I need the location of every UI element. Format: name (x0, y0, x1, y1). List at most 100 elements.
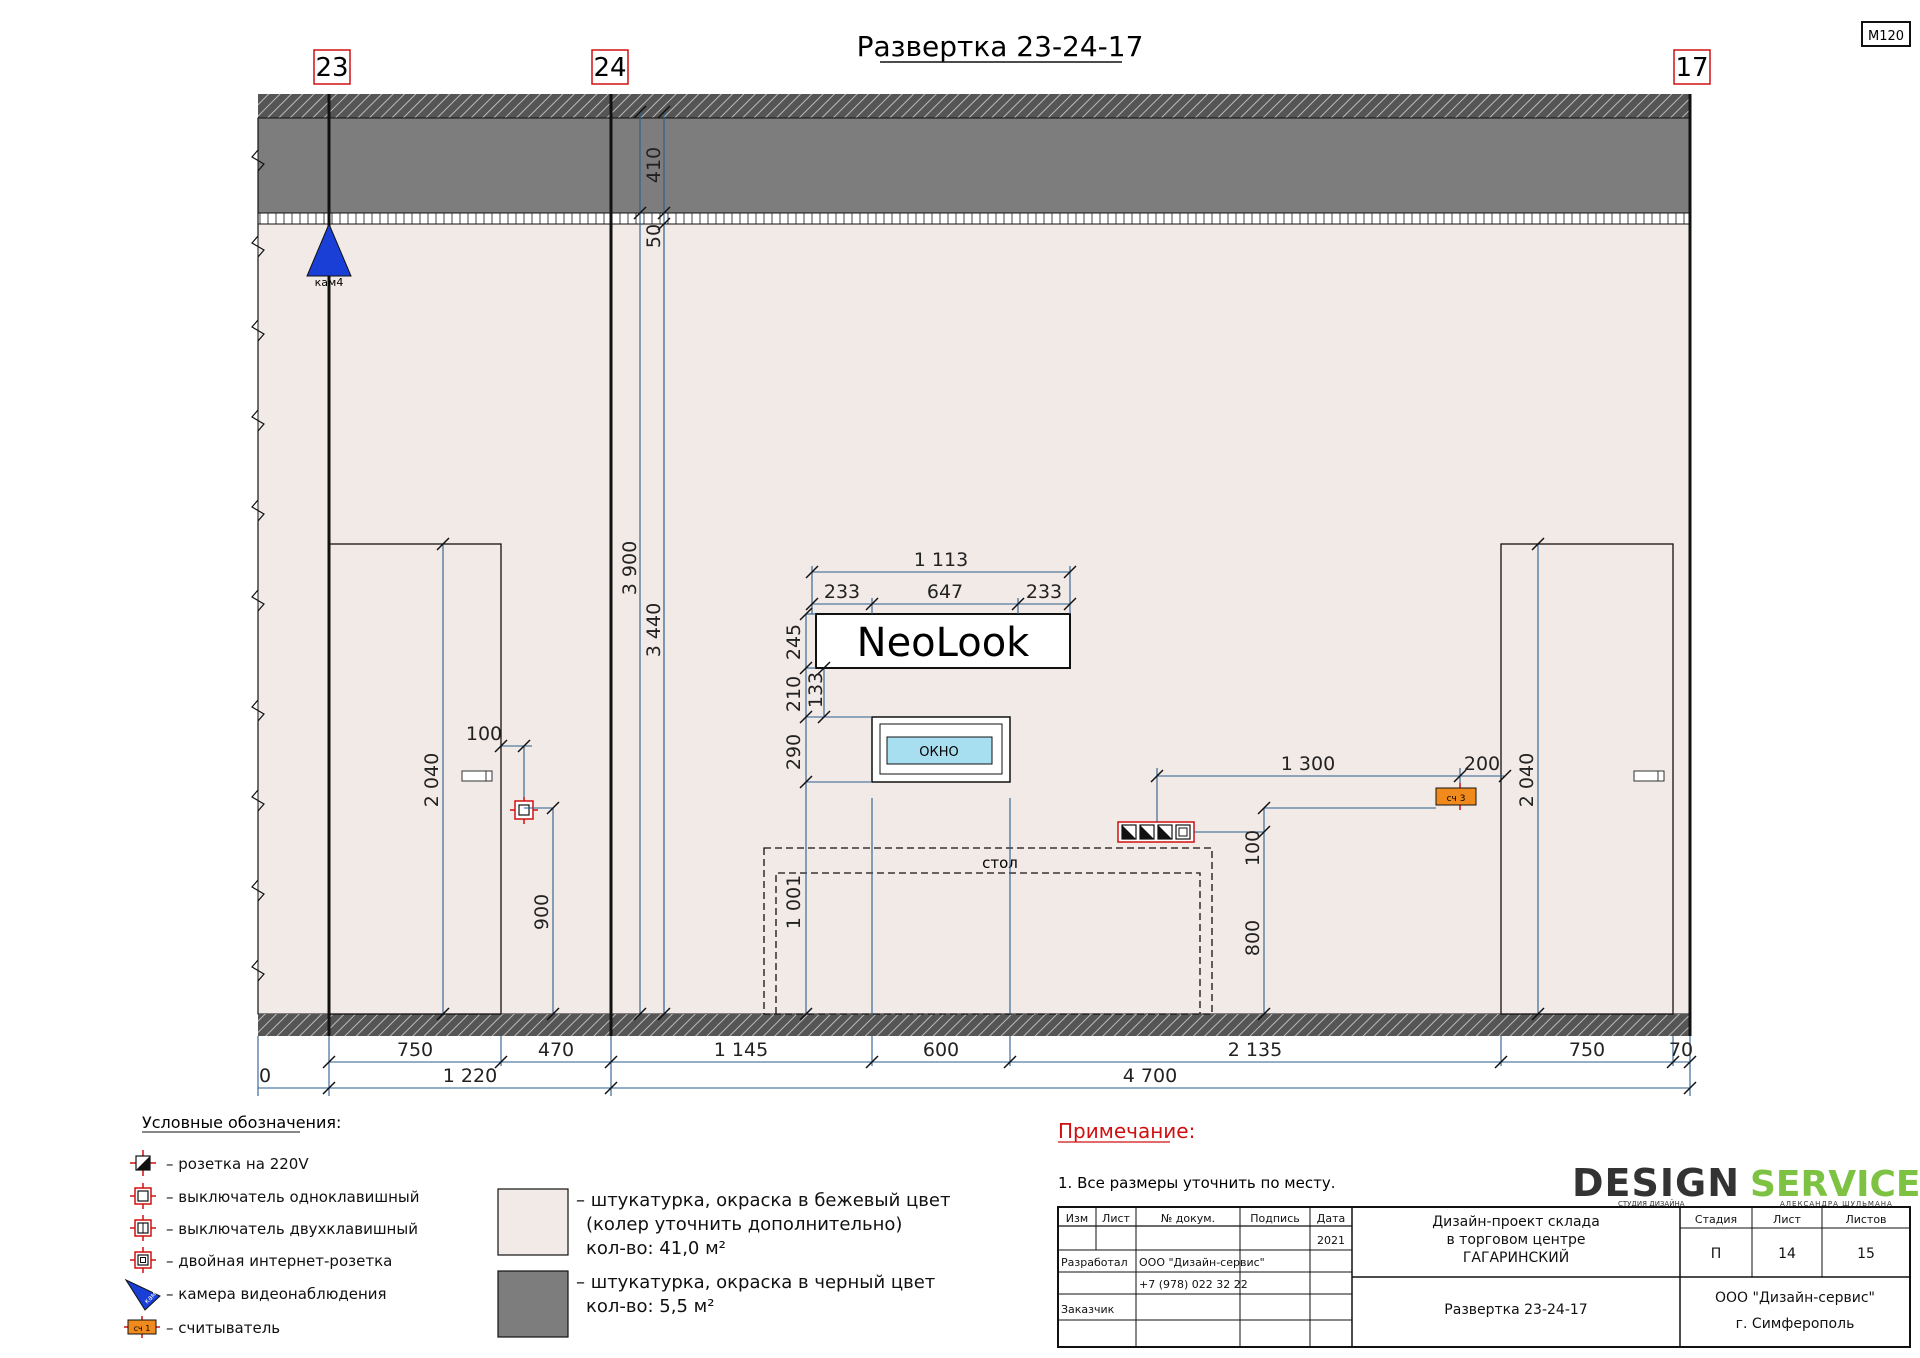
dim-600: 600 (923, 1039, 959, 1061)
door-left (328, 543, 502, 1015)
material-beige-line1: – штукатурка, окраска в бежевый цвет (576, 1190, 950, 1211)
door-handle-right-icon (1633, 770, 1665, 782)
dim-4700: 4 700 (1123, 1065, 1177, 1087)
reader-label: сч 3 (1447, 794, 1466, 804)
table-label: стол (982, 854, 1018, 872)
axis-marker-17: 17 (1673, 49, 1711, 85)
neolook-logo-text: NeoLook (857, 620, 1031, 666)
dim-800: 800 (1242, 920, 1264, 956)
dim-470: 470 (538, 1039, 574, 1061)
dim-2040-left: 2 040 (421, 753, 443, 807)
axis-marker-23: 23 (313, 49, 351, 85)
legend-item-socket: – розетка на 220V (166, 1155, 309, 1173)
camera-label: кам4 (315, 276, 344, 289)
neolook-sign (815, 613, 1071, 669)
legend-item-camera: – камера видеонаблюдения (166, 1285, 387, 1303)
legend-item-switch-double: – выключатель двухклавишный (166, 1220, 418, 1238)
black-painted-zone (257, 117, 1691, 214)
dim-1113: 1 113 (914, 549, 968, 571)
tb-project-line3: ГАГАРИНСКИЙ (1463, 1248, 1569, 1266)
brand-sub1: СТУДИЯ ДИЗАЙНА (1618, 1199, 1685, 1208)
dimension-ticks (322, 105, 1697, 1095)
tb-sheet: 14 (1778, 1246, 1796, 1262)
legend-socket-icon (130, 1150, 156, 1176)
ceiling-trim (257, 212, 1691, 225)
tb-drawing-name: Развертка 23-24-17 (1444, 1302, 1587, 1318)
dim-100-switch: 100 (466, 723, 502, 745)
tb-developer-role: Разработал (1061, 1256, 1128, 1269)
camera-icon (306, 222, 352, 277)
dim-1300: 1 300 (1281, 753, 1335, 775)
window-glass (886, 736, 993, 765)
legend-item-switch-single: – выключатель одноклавишный (166, 1188, 420, 1206)
drawing-title: Развертка 23-24-17 (857, 30, 1144, 63)
material-beige-line2: (колер уточнить дополнительно) (586, 1214, 902, 1235)
dim-647: 647 (927, 581, 963, 603)
legend-camera-icon: кам (124, 1278, 161, 1311)
svg-text:23: 23 (315, 53, 348, 83)
tb-org: ООО "Дизайн-сервис" (1715, 1290, 1875, 1306)
material-beige-line3: кол-во: 41,0 м² (586, 1238, 726, 1259)
table-outline (763, 847, 1213, 1015)
legend-item-reader: – считыватель (166, 1319, 280, 1337)
tb-customer-role: Заказчик (1061, 1303, 1115, 1316)
dim-2040-right: 2 040 (1516, 753, 1538, 807)
svg-text:24: 24 (593, 53, 626, 83)
reader-icon: сч 3 (1435, 783, 1477, 810)
dim-233-left: 233 (824, 581, 860, 603)
legend-reader-label: сч 1 (134, 1324, 151, 1333)
dim-0: 0 (259, 1065, 271, 1087)
tb-stage: П (1711, 1246, 1722, 1262)
legend-reader-icon: сч 1 (124, 1316, 160, 1338)
dim-210: 210 (783, 676, 805, 712)
break-line (251, 118, 265, 1014)
dim-1220: 1 220 (443, 1065, 497, 1087)
legend-title: Условные обозначения: (142, 1113, 341, 1132)
top-slab (258, 94, 1690, 118)
note-title: Примечание: (1058, 1119, 1195, 1143)
dim-410: 410 (643, 147, 665, 183)
material-black-line2: кол-во: 5,5 м² (586, 1296, 714, 1317)
tb-sheets-header: Листов (1845, 1213, 1886, 1226)
axis-marker-24: 24 (591, 49, 629, 85)
dimension-lines (257, 112, 1691, 1096)
dim-245: 245 (783, 624, 805, 660)
note-text: 1. Все размеры уточнить по месту. (1058, 1174, 1335, 1192)
tb-developer-org: ООО "Дизайн-сервис" (1139, 1256, 1265, 1269)
dim-70: 70 (1669, 1039, 1693, 1061)
tb-stage-header: Стадия (1695, 1213, 1737, 1226)
dim-50: 50 (643, 224, 665, 248)
dim-200: 200 (1464, 753, 1500, 775)
tb-year: 2021 (1317, 1234, 1345, 1247)
tb-sheet-header: Лист (1773, 1213, 1801, 1226)
dim-2135: 2 135 (1228, 1039, 1282, 1061)
title-block (1057, 1206, 1911, 1348)
dim-290: 290 (783, 734, 805, 770)
tb-project-line1: Дизайн-проект склада (1432, 1214, 1600, 1230)
dim-1145: 1 145 (714, 1039, 768, 1061)
sheet-code-box (1861, 21, 1911, 47)
dim-3440: 3 440 (643, 603, 665, 657)
tb-phone: +7 (978) 022 32 22 (1139, 1278, 1248, 1291)
material-black-line1: – штукатурка, окраска в черный цвет (576, 1272, 935, 1293)
brand-service: SERVICE (1750, 1164, 1920, 1205)
brand-sub2: АЛЕКСАНДРА ШУЛЬМАНА (1780, 1200, 1893, 1208)
dim-3900: 3 900 (619, 541, 641, 595)
socket-group (1117, 821, 1195, 843)
tb-city: г. Симферополь (1736, 1316, 1855, 1332)
tb-sheets: 15 (1857, 1246, 1875, 1262)
sheet-code: М120 (1868, 29, 1904, 44)
tb-header-doc: № докум. (1161, 1212, 1215, 1225)
dim-1001: 1 001 (783, 875, 805, 929)
tb-header-date: Дата (1317, 1212, 1345, 1225)
svg-text:17: 17 (1675, 53, 1708, 83)
dim-133: 133 (805, 672, 827, 708)
floor-slab (258, 1014, 1690, 1036)
dim-750-left: 750 (397, 1039, 433, 1061)
material-swatch-beige (497, 1188, 569, 1256)
legend-internet-socket-icon (130, 1247, 156, 1273)
legend-switch-single-icon (130, 1183, 156, 1209)
switch-icon (510, 797, 538, 824)
dim-233-right: 233 (1026, 581, 1062, 603)
